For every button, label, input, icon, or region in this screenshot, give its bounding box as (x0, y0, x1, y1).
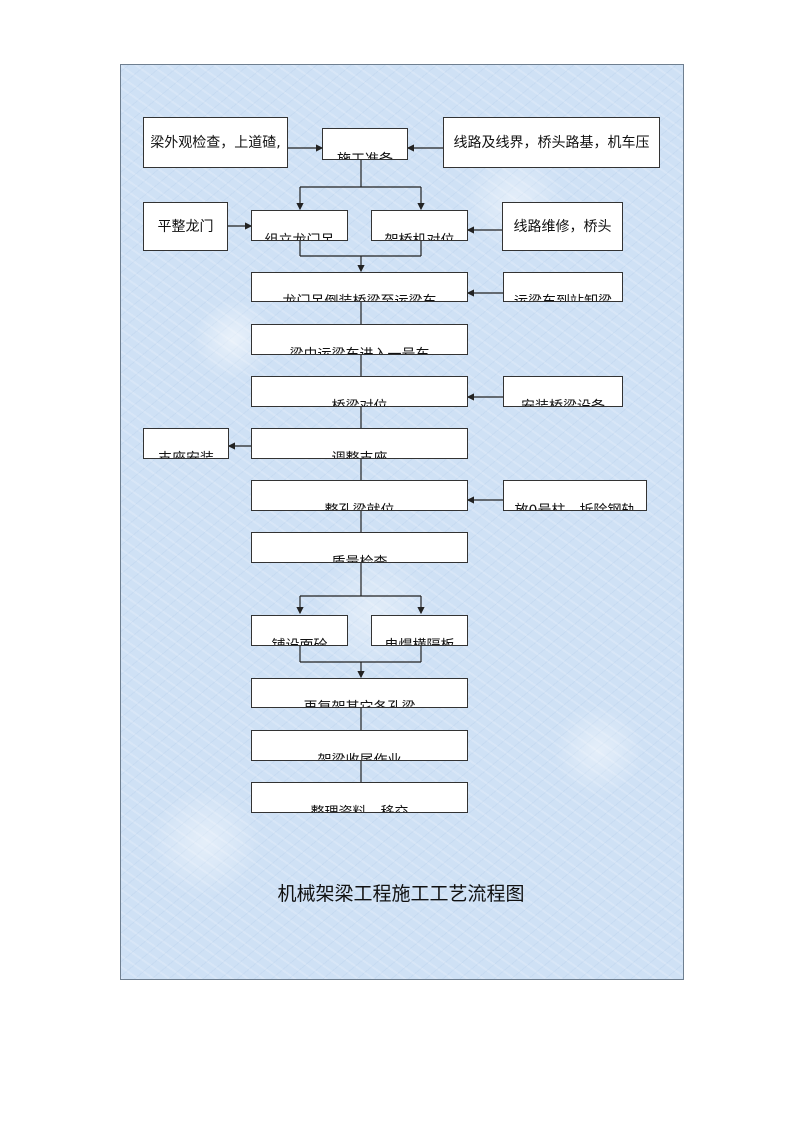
step-repeat-spans: 再复架其它各孔梁 (251, 678, 468, 708)
step-handover: 整理资料、移交 (251, 782, 468, 813)
diagram-title: 机械架梁工程施工工艺流程图 (277, 883, 525, 905)
step-beam-into-car: 梁由运梁车进入一号车 (251, 324, 468, 355)
step-bridge-machine-align: 架桥机对位 (371, 210, 468, 241)
step-span-in-place: 整孔梁就位 (251, 480, 468, 511)
step-beam-align: 桥梁对位 (251, 376, 468, 407)
side-track-maintenance: 线路维修，桥头 (502, 202, 623, 251)
step-weld-diaphragm: 电焊横隔板 (371, 615, 468, 646)
side-bearing-install: 支座安装 (143, 428, 229, 459)
side-beam-inspection: 梁外观检查，上道碴, (143, 117, 288, 168)
step-construction-prep: 施工准备 (322, 128, 408, 160)
step-concrete-surface: 铺设面砼 (251, 615, 348, 646)
step-assemble-gantry: 组立龙门吊 (251, 210, 348, 241)
side-install-equipment: 安装桥梁设备 (503, 376, 623, 407)
step-quality-check: 质量检查 (251, 532, 468, 563)
side-column-rail-removal: 放0号柱，拆除钢轨 (503, 480, 647, 511)
step-gantry-transfer: 龙门吊倒装桥梁至运梁车 (251, 272, 468, 302)
side-level-gantry: 平整龙门 (143, 202, 228, 251)
step-adjust-bearing: 调整支座 (251, 428, 468, 459)
step-finishing: 架梁收尾作业 (251, 730, 468, 761)
side-unload-beam: 运梁车到站卸梁 (503, 272, 623, 302)
side-track-roadbed: 线路及线界，桥头路基，机车压 (443, 117, 660, 168)
